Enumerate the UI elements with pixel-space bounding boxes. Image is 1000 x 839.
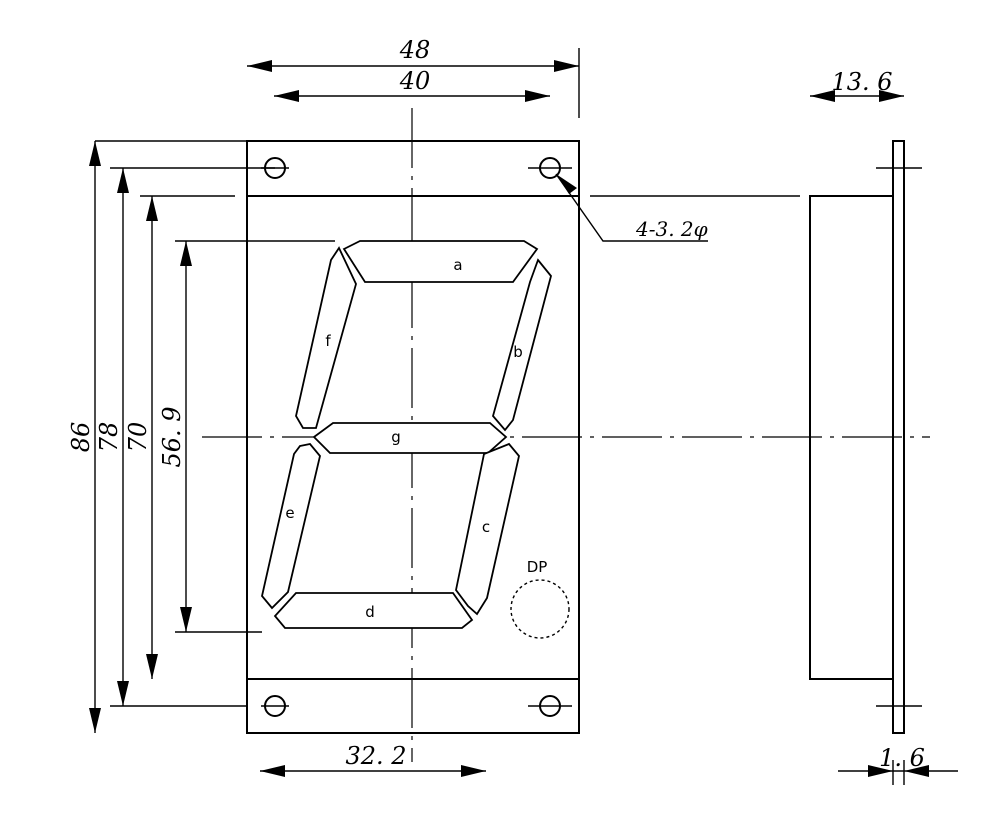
arrow bbox=[180, 607, 192, 632]
segment-d-label: d bbox=[365, 603, 375, 621]
arrow bbox=[247, 60, 272, 72]
segment-c-label: c bbox=[482, 518, 490, 536]
extension-lines bbox=[95, 48, 905, 785]
segment-g bbox=[312, 422, 508, 454]
dim-label-86: 86 bbox=[67, 422, 95, 453]
segment-e-label: e bbox=[285, 504, 294, 522]
arrow bbox=[868, 765, 893, 777]
arrow bbox=[117, 168, 129, 193]
decimal-point-label: DP bbox=[527, 558, 548, 576]
dim-label-56-9: 56. 9 bbox=[158, 406, 186, 467]
dim-label-40: 40 bbox=[399, 67, 431, 95]
arrow bbox=[117, 681, 129, 706]
arrow bbox=[461, 765, 486, 777]
arrow bbox=[879, 90, 904, 102]
arrow bbox=[146, 654, 158, 679]
hole-spec-label: 4-3. 2φ bbox=[635, 217, 708, 241]
segment-d bbox=[273, 592, 474, 629]
side-view bbox=[809, 140, 922, 734]
arrow bbox=[89, 141, 101, 166]
side-body bbox=[809, 195, 893, 680]
arrow bbox=[556, 174, 577, 194]
segment-a-label: a bbox=[453, 256, 462, 274]
arrow bbox=[180, 241, 192, 266]
dimension-labels: 48 40 32. 2 13. 6 1. 6 86 78 70 56. 9 4-… bbox=[67, 36, 925, 772]
arrow bbox=[274, 90, 299, 102]
hole-leader-line bbox=[555, 173, 708, 242]
arrow bbox=[904, 765, 929, 777]
dim-label-1-6: 1. 6 bbox=[879, 744, 925, 772]
segment-c bbox=[455, 442, 520, 616]
center-lines bbox=[202, 108, 930, 762]
segment-e bbox=[261, 443, 321, 610]
segment-b bbox=[492, 258, 552, 432]
segment-g-label: g bbox=[391, 428, 401, 446]
segment-f-label: f bbox=[325, 332, 331, 350]
arrow bbox=[810, 90, 835, 102]
dim-label-78: 78 bbox=[95, 422, 123, 453]
arrow bbox=[554, 60, 579, 72]
segment-b-label: b bbox=[513, 343, 523, 361]
segment-a bbox=[342, 240, 539, 283]
arrow bbox=[146, 196, 158, 221]
arrow bbox=[525, 90, 550, 102]
dim-label-70: 70 bbox=[124, 422, 152, 453]
dimension-lines bbox=[89, 60, 958, 777]
arrow bbox=[260, 765, 285, 777]
decimal-point bbox=[510, 579, 570, 639]
dim-label-13-6: 13. 6 bbox=[831, 68, 892, 96]
seven-segment-digit: a b c d e f g DP bbox=[261, 240, 570, 639]
arrow bbox=[89, 708, 101, 733]
side-board bbox=[892, 140, 905, 734]
segment-f bbox=[295, 246, 357, 429]
dim-label-48: 48 bbox=[399, 36, 431, 64]
dim-label-32-2: 32. 2 bbox=[345, 742, 406, 770]
